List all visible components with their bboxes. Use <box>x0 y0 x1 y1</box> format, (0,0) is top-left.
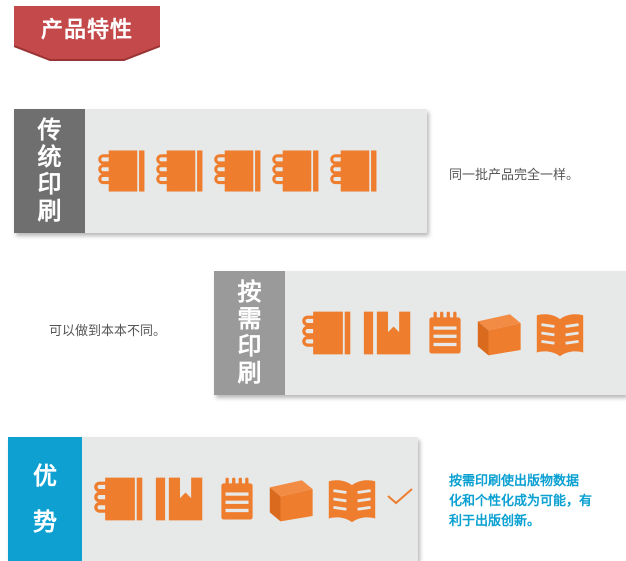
label-char: 印 <box>237 332 262 360</box>
notepad-icon <box>214 473 260 525</box>
notebook-icon <box>156 145 206 197</box>
notebook-icon <box>330 145 380 197</box>
open-book-icon <box>534 307 586 359</box>
caption-line: 化和个性化成为可能，有 <box>449 494 593 509</box>
caption-line: 利于出版创新。 <box>449 514 541 529</box>
on-demand-caption: 可以做到本本不同。 <box>49 324 167 339</box>
traditional-printing-label: 传 统 印 刷 <box>14 109 85 233</box>
on-demand-printing-label: 按 需 印 刷 <box>214 271 285 395</box>
section-banner: 产品特性 <box>14 6 160 62</box>
label-char: 印 <box>37 170 62 198</box>
label-char: 势 <box>33 508 57 536</box>
notepad-icon <box>422 307 468 359</box>
notebook-icon <box>214 145 264 197</box>
checkmark-icon <box>387 488 413 505</box>
label-char: 按 <box>237 278 262 306</box>
notebook-icon <box>302 307 354 359</box>
label-char: 需 <box>237 305 262 333</box>
notebook-icon <box>98 145 148 197</box>
closed-book-icon <box>268 473 318 525</box>
label-char: 刷 <box>237 359 262 387</box>
label-char: 传 <box>37 116 62 144</box>
label-char: 刷 <box>37 197 62 225</box>
advantage-panel: 优 势 <box>8 437 418 561</box>
advantage-label: 优 势 <box>8 437 82 561</box>
notebook-icon <box>272 145 322 197</box>
advantage-icons <box>94 473 414 525</box>
bookmarked-book-icon <box>154 473 206 525</box>
traditional-caption: 同一批产品完全一样。 <box>449 168 580 183</box>
open-book-icon <box>326 473 378 525</box>
closed-book-icon <box>476 307 526 359</box>
on-demand-printing-panel: 按 需 印 刷 <box>214 271 626 395</box>
bookmarked-book-icon <box>362 307 414 359</box>
on-demand-icons <box>302 307 586 359</box>
traditional-icons <box>98 145 388 197</box>
label-char: 统 <box>37 143 62 171</box>
banner-title: 产品特性 <box>40 18 133 43</box>
notebook-icon <box>94 473 146 525</box>
advantage-caption: 按需印刷使出版物数据 化和个性化成为可能，有 利于出版创新。 <box>449 472 592 532</box>
caption-line: 按需印刷使出版物数据 <box>449 474 580 489</box>
traditional-printing-panel: 传 统 印 刷 <box>14 109 427 233</box>
label-char: 优 <box>33 462 57 490</box>
banner-ribbon <box>14 6 160 61</box>
